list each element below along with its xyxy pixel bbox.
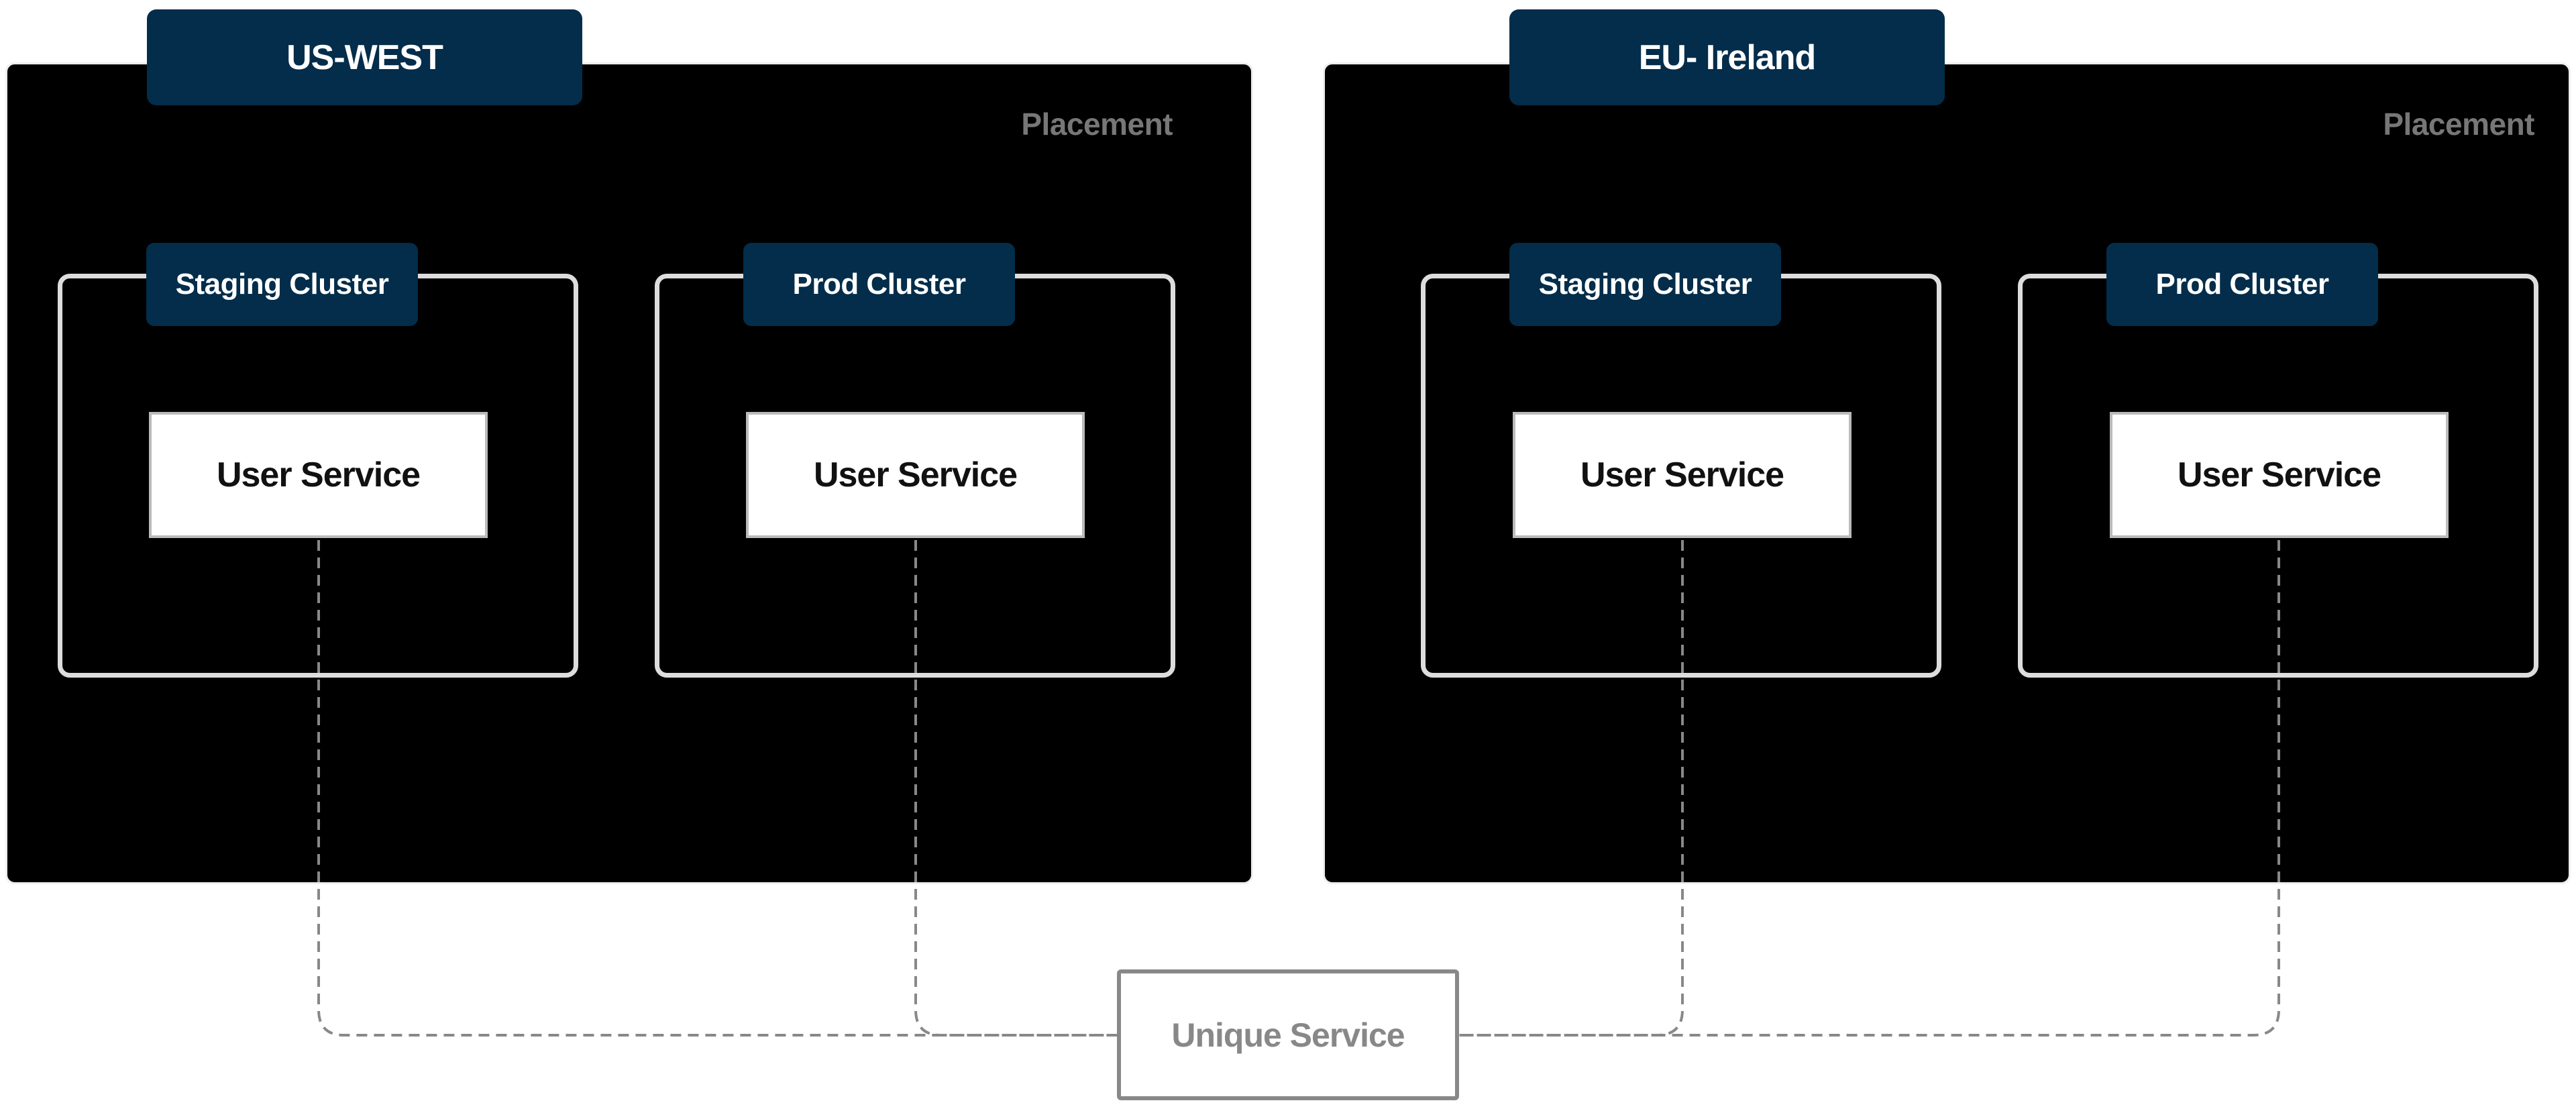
placement-label-us-west: Placement (1021, 107, 1173, 142)
service-eu-ireland-staging: User Service (1513, 412, 1851, 538)
cluster-label-eu-ireland-prod: Prod Cluster (2106, 243, 2378, 326)
unique-service-box: Unique Service (1117, 969, 1459, 1100)
service-us-west-prod: User Service (746, 412, 1085, 538)
cluster-label-eu-ireland-staging: Staging Cluster (1509, 243, 1781, 326)
region-title-us-west: US-WEST (147, 9, 582, 105)
placement-label-eu-ireland: Placement (2383, 107, 2534, 142)
region-title-eu-ireland: EU- Ireland (1509, 9, 1945, 105)
cluster-label-us-west-staging: Staging Cluster (146, 243, 418, 326)
service-eu-ireland-prod: User Service (2110, 412, 2449, 538)
service-us-west-staging: User Service (149, 412, 488, 538)
cluster-label-us-west-prod: Prod Cluster (743, 243, 1015, 326)
